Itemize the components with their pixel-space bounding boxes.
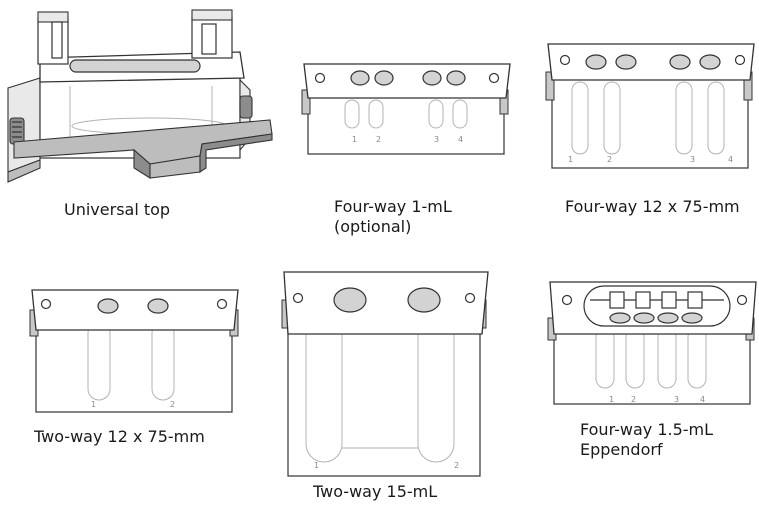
caption-four-way-12x75: Four-way 12 x 75-mm xyxy=(565,197,740,217)
caption-four-way-1-5ml-eppendorf: Four-way 1.5-mL Eppendorf xyxy=(580,420,713,460)
tube-label: 1 xyxy=(91,400,96,409)
tube-label: 3 xyxy=(434,135,439,144)
tube-label: 4 xyxy=(728,155,733,164)
four-way-1-5ml-eppendorf-illustration: 1 2 3 4 xyxy=(547,281,757,405)
caption-two-way-12x75: Two-way 12 x 75-mm xyxy=(34,427,205,447)
universal-top-illustration xyxy=(7,9,273,183)
two-way-15ml-illustration: 1 2 xyxy=(281,271,489,477)
caption-universal-top: Universal top xyxy=(64,200,170,220)
tube-label: 1 xyxy=(352,135,357,144)
tube-label: 1 xyxy=(609,395,614,404)
tube-label: 2 xyxy=(454,461,459,470)
four-way-12x75-illustration: 1 2 3 4 xyxy=(545,43,755,169)
caption-line: Universal top xyxy=(64,200,171,219)
tube-label: 2 xyxy=(607,155,612,164)
two-way-12x75-illustration: 1 2 xyxy=(29,289,239,413)
caption-line: Eppendorf xyxy=(580,440,663,459)
tube-label: 2 xyxy=(376,135,381,144)
tube-label: 3 xyxy=(674,395,679,404)
tube-label: 4 xyxy=(700,395,705,404)
caption-line: Two-way 15-mL xyxy=(313,482,438,501)
caption-line: Four-way 1.5-mL xyxy=(580,420,714,439)
tube-label: 2 xyxy=(631,395,636,404)
caption-line: (optional) xyxy=(334,217,412,236)
caption-two-way-15ml: Two-way 15-mL xyxy=(313,482,437,502)
tube-label: 1 xyxy=(314,461,319,470)
tube-label: 3 xyxy=(690,155,695,164)
caption-line: Four-way 1-mL xyxy=(334,197,452,216)
tube-label: 1 xyxy=(568,155,573,164)
caption-line: Two-way 12 x 75-mm xyxy=(34,427,205,446)
caption-four-way-1ml: Four-way 1-mL (optional) xyxy=(334,197,452,237)
caption-line: Four-way 12 x 75-mm xyxy=(565,197,740,216)
tube-label: 4 xyxy=(458,135,463,144)
tube-label: 2 xyxy=(170,400,175,409)
four-way-1ml-illustration: 1 2 3 4 xyxy=(301,63,511,155)
